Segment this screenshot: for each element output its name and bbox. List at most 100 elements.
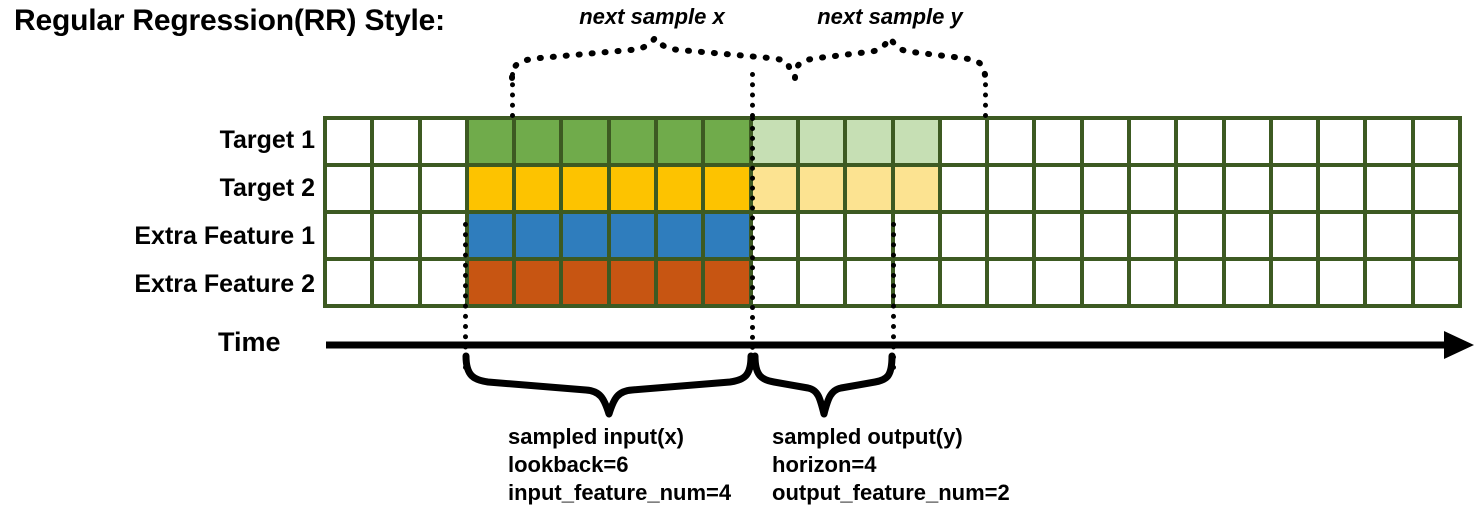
grid-cell-r4-c16 <box>1036 261 1080 304</box>
sampled-output-line-1: sampled output(y) <box>772 424 963 449</box>
grid-cell-r4-c21 <box>1272 261 1317 304</box>
grid-cell-r4-c17 <box>1083 261 1127 304</box>
grid-cell-r3-c1 <box>327 214 371 257</box>
grid-cell-r4-c19 <box>1178 261 1222 304</box>
grid-cell-r2-c7 <box>610 167 655 210</box>
grid-cell-r3-c3 <box>421 214 465 257</box>
grid-cell-r3-c13 <box>894 214 938 257</box>
grid-cell-r2-c23 <box>1367 167 1411 210</box>
grid-cell-r3-c11 <box>799 214 844 257</box>
page-title: Regular Regression(RR) Style: <box>14 4 445 37</box>
sampled-input-line-2: lookback=6 <box>508 452 629 478</box>
grid-cell-r1-c16 <box>1036 120 1080 163</box>
grid-cell-r2-c9 <box>705 167 749 210</box>
grid-cell-r2-c15 <box>989 167 1033 210</box>
grid-cell-r1-c12 <box>847 120 891 163</box>
sampled-output-line-2: horizon=4 <box>772 452 877 478</box>
guide-line-top-xy-split <box>750 72 755 118</box>
grid-cell-r2-c2 <box>374 167 418 210</box>
grid-cell-r1-c2 <box>374 120 418 163</box>
grid-cell-r1-c17 <box>1083 120 1127 163</box>
grid-cell-r2-c22 <box>1320 167 1364 210</box>
grid-cell-r2-c20 <box>1225 167 1269 210</box>
grid-cell-r4-c18 <box>1130 261 1175 304</box>
grid-cell-r4-c9 <box>705 261 749 304</box>
label-next-sample-x: next sample x <box>579 4 725 29</box>
grid-cell-r1-c4 <box>468 120 513 163</box>
grid-cell-r2-c5 <box>516 167 560 210</box>
grid-cell-r1-c22 <box>1320 120 1364 163</box>
grid-cell-r1-c5 <box>516 120 560 163</box>
row-label-extra-feature-1: Extra Feature 1 <box>134 222 315 250</box>
sampled-input-line-3: input_feature_num=4 <box>508 480 732 506</box>
guide-line-top-x-start <box>510 72 515 118</box>
grid-cell-r3-c20 <box>1225 214 1269 257</box>
grid-cell-r4-c8 <box>658 261 702 304</box>
grid-cell-r4-c23 <box>1367 261 1411 304</box>
grid-cell-r4-c22 <box>1320 261 1364 304</box>
row-label-extra-feature-2: Extra Feature 2 <box>134 270 315 298</box>
grid-cell-r3-c2 <box>374 214 418 257</box>
grid-cell-r2-c18 <box>1130 167 1175 210</box>
grid-cell-r2-c6 <box>563 167 607 210</box>
grid-cell-r3-c14 <box>941 214 986 257</box>
grid-cell-r2-c3 <box>421 167 465 210</box>
annotation-sampled-output: sampled output(y) horizon=4 output_featu… <box>772 423 1010 507</box>
grid-cell-r3-c24 <box>1414 214 1458 257</box>
grid-cell-r3-c22 <box>1320 214 1364 257</box>
time-axis-arrow <box>326 331 1474 359</box>
grid-cell-r1-c20 <box>1225 120 1269 163</box>
grid-cell-r1-c18 <box>1130 120 1175 163</box>
grid-cell-r3-c10 <box>752 214 796 257</box>
grid-cell-r2-c13 <box>894 167 938 210</box>
grid-cell-r1-c23 <box>1367 120 1411 163</box>
annotation-sampled-input: sampled input(x) lookback=6 input_featur… <box>508 423 731 507</box>
grid-cell-r2-c1 <box>327 167 371 210</box>
grid-cell-r4-c1 <box>327 261 371 304</box>
grid-cell-r3-c12 <box>847 214 891 257</box>
brace-next-sample-y <box>792 32 988 81</box>
grid-cell-r1-c8 <box>658 120 702 163</box>
grid-cell-r1-c3 <box>421 120 465 163</box>
guide-line-top-y-end <box>983 72 988 118</box>
grid-cell-r4-c2 <box>374 261 418 304</box>
grid-cell-r1-c15 <box>989 120 1033 163</box>
grid-cell-r2-c8 <box>658 167 702 210</box>
grid-cell-r4-c10 <box>752 261 796 304</box>
sampled-output-line-3: output_feature_num=2 <box>772 480 1010 506</box>
grid-cell-r2-c4 <box>468 167 513 210</box>
label-next-sample-y: next sample y <box>817 4 963 29</box>
brace-next-sample-x <box>509 33 793 81</box>
grid-cell-r1-c11 <box>799 120 844 163</box>
grid-cell-r3-c9 <box>705 214 749 257</box>
grid-cell-r2-c14 <box>941 167 986 210</box>
grid-cell-r3-c21 <box>1272 214 1317 257</box>
grid-cell-r3-c18 <box>1130 214 1175 257</box>
grid-cell-r3-c16 <box>1036 214 1080 257</box>
grid-cell-r4-c6 <box>563 261 607 304</box>
grid-cell-r4-c13 <box>894 261 938 304</box>
grid-cell-r4-c20 <box>1225 261 1269 304</box>
grid-cell-r3-c5 <box>516 214 560 257</box>
grid-cell-r4-c24 <box>1414 261 1458 304</box>
row-label-target-2: Target 2 <box>219 174 315 202</box>
grid-cell-r2-c24 <box>1414 167 1458 210</box>
grid-cell-r1-c7 <box>610 120 655 163</box>
grid-cell-r3-c17 <box>1083 214 1127 257</box>
grid-cell-r1-c1 <box>327 120 371 163</box>
row-label-target-1: Target 1 <box>219 126 315 154</box>
grid-cell-r4-c3 <box>421 261 465 304</box>
grid-cell-r3-c7 <box>610 214 655 257</box>
grid-cell-r1-c19 <box>1178 120 1222 163</box>
grid-cell-r3-c6 <box>563 214 607 257</box>
grid-cell-r2-c19 <box>1178 167 1222 210</box>
timeseries-grid <box>323 116 1462 308</box>
grid-cell-r1-c10 <box>752 120 796 163</box>
grid-cell-r1-c24 <box>1414 120 1458 163</box>
grid-cell-r4-c4 <box>468 261 513 304</box>
grid-cell-r1-c14 <box>941 120 986 163</box>
sampled-input-line-1: sampled input(x) <box>508 424 685 449</box>
guide-line-output-end <box>891 222 896 370</box>
grid-cell-r2-c21 <box>1272 167 1317 210</box>
